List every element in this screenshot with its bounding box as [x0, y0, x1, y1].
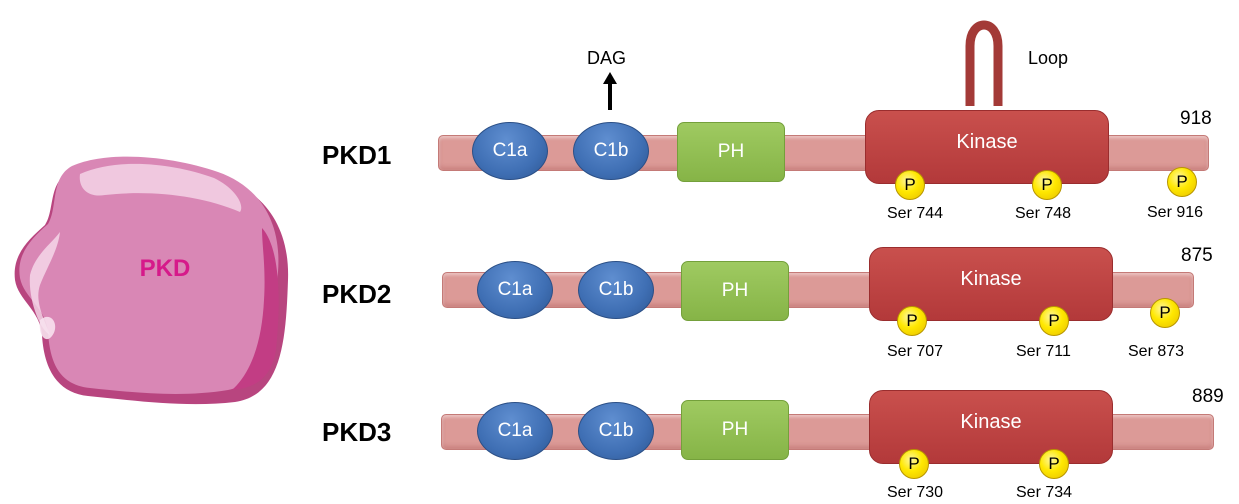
pkd2-phospho-707-icon: P: [897, 306, 927, 336]
loop-label: Loop: [1028, 48, 1069, 68]
pkd-blob-label: PKD: [140, 255, 191, 282]
pkd2-site-711: Ser 711: [1016, 343, 1071, 360]
pkd1-phospho-748-icon: P: [1032, 170, 1062, 200]
pkd3-site-734: Ser 734: [1016, 484, 1073, 501]
pkd3-phospho-730-icon: P: [899, 449, 929, 479]
kinase-loop: [965, 20, 1003, 106]
pkd1-c1b-domain: C1b: [573, 122, 649, 180]
pkd2-phospho-873-icon: P: [1150, 298, 1180, 328]
protein-name-pkd1: PKD1: [322, 140, 392, 170]
protein-length-pkd3: 889: [1192, 386, 1224, 407]
pkd3-c1b-domain: C1b: [578, 402, 654, 460]
pkd1-ph-domain: PH: [677, 122, 785, 182]
pkd2-c1b-domain: C1b: [578, 261, 654, 319]
dag-arrow-icon: [603, 72, 617, 110]
pkd1-phospho-744-icon: P: [895, 170, 925, 200]
pkd1-site-916: Ser 916: [1147, 204, 1204, 221]
protein-name-pkd3: PKD3: [322, 417, 392, 447]
pkd-protein-blob: PKD: [14, 156, 289, 405]
pkd2-site-873: Ser 873: [1128, 343, 1185, 360]
pkd1-c1a-domain: C1a: [472, 122, 548, 180]
pkd3-kinase-domain: Kinase: [869, 390, 1113, 464]
protein-length-pkd2: 875: [1181, 245, 1213, 266]
pkd3-site-730: Ser 730: [887, 484, 944, 501]
pkd3-ph-domain: PH: [681, 400, 789, 460]
pkd3-c1a-domain: C1a: [477, 402, 553, 460]
pkd2-ph-domain: PH: [681, 261, 789, 321]
pkd1-site-744: Ser 744: [887, 205, 944, 222]
protein-length-pkd1: 918: [1180, 108, 1212, 129]
pkd3-phospho-734-icon: P: [1039, 449, 1069, 479]
pkd2-c1a-domain: C1a: [477, 261, 553, 319]
pkd2-phospho-711-icon: P: [1039, 306, 1069, 336]
protein-name-pkd2: PKD2: [322, 279, 392, 309]
pkd1-site-748: Ser 748: [1015, 205, 1072, 222]
pkd2-site-707: Ser 707: [887, 343, 944, 360]
dag-label: DAG: [587, 48, 627, 68]
pkd1-phospho-916-icon: P: [1167, 167, 1197, 197]
